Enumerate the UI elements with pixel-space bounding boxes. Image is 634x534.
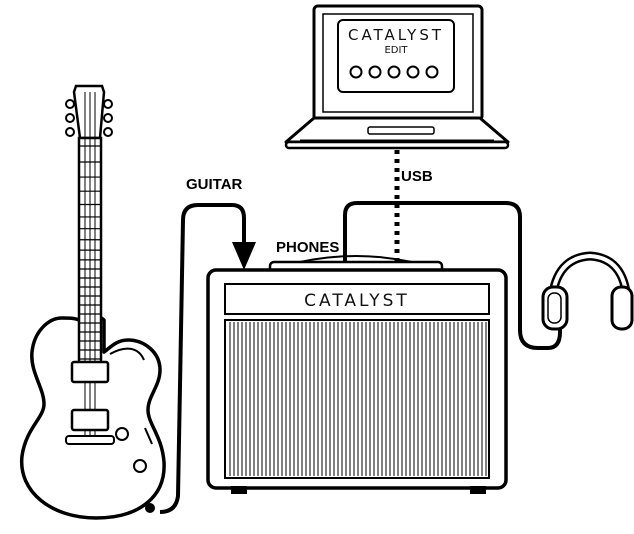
laptop-knob-icon: [406, 65, 420, 79]
guitar-label: GUITAR: [186, 176, 243, 193]
phones-label: PHONES: [276, 239, 339, 256]
headphones-icon: [541, 251, 634, 331]
amplifier-icon: [206, 255, 508, 494]
electric-guitar-icon: [20, 84, 166, 520]
laptop-knob-icon: [425, 65, 439, 79]
laptop-knob-icon: [387, 65, 401, 79]
laptop-app-title: CATALYST: [348, 26, 444, 44]
laptop-knob-icon: [368, 65, 382, 79]
phones-cable: [343, 201, 562, 350]
guitar-cable: [159, 203, 246, 514]
laptop-icon: [284, 4, 510, 150]
usb-label: USB: [401, 168, 433, 185]
laptop-app-subtitle: EDIT: [384, 45, 408, 56]
speaker-grille: [229, 322, 487, 476]
laptop-knob-icon: [349, 65, 363, 79]
amp-brand-label: CATALYST: [304, 291, 410, 311]
laptop-knobs: [349, 65, 439, 79]
input-arrow-icon: [232, 242, 256, 270]
